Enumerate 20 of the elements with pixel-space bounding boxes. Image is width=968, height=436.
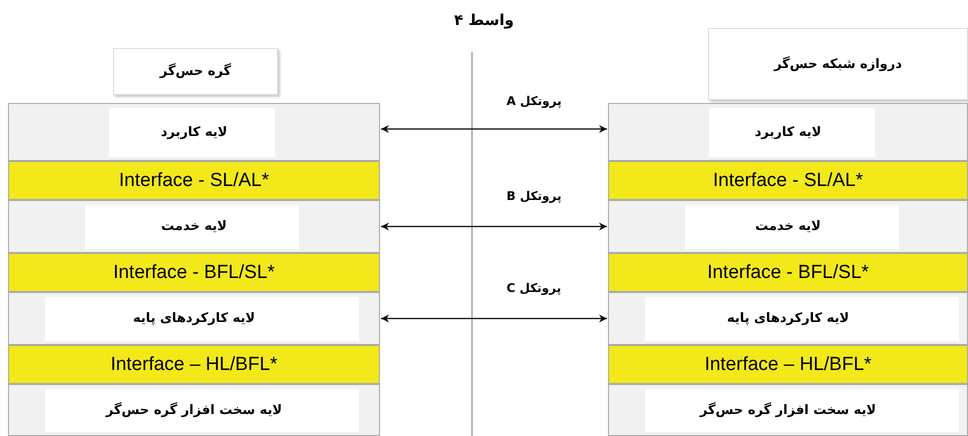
layer-box: لایه کاربرد — [608, 103, 968, 161]
arrow — [381, 125, 607, 133]
interface-band: Interface – HL/BFL* — [8, 345, 380, 384]
header-box: دروازه شبکه حس‌گر — [708, 28, 968, 100]
interface-band: Interface - SL/AL* — [608, 161, 968, 200]
layer-box: لایه خدمت — [8, 200, 380, 253]
layer-box: لایه سخت افزار گره حس‌گر — [608, 384, 968, 436]
interface-band: Interface – HL/BFL* — [608, 345, 968, 384]
title: واسط ۴ — [453, 10, 515, 31]
arrow — [381, 222, 607, 230]
arrow — [381, 314, 607, 322]
interface-band: Interface - BFL/SL* — [8, 253, 380, 292]
interface-band: Interface - BFL/SL* — [608, 253, 968, 292]
layer-box: لایه خدمت — [608, 200, 968, 253]
interface-band: Interface - SL/AL* — [8, 161, 380, 200]
layer-box: لایه سخت افزار گره حس‌گر — [8, 384, 380, 436]
layer-box: لایه کارکردهای پایه — [608, 292, 968, 345]
layer-box: لایه کاربرد — [8, 103, 380, 161]
layer-box: لایه کارکردهای پایه — [8, 292, 380, 345]
header-box: گره حس‌گر — [113, 48, 278, 95]
